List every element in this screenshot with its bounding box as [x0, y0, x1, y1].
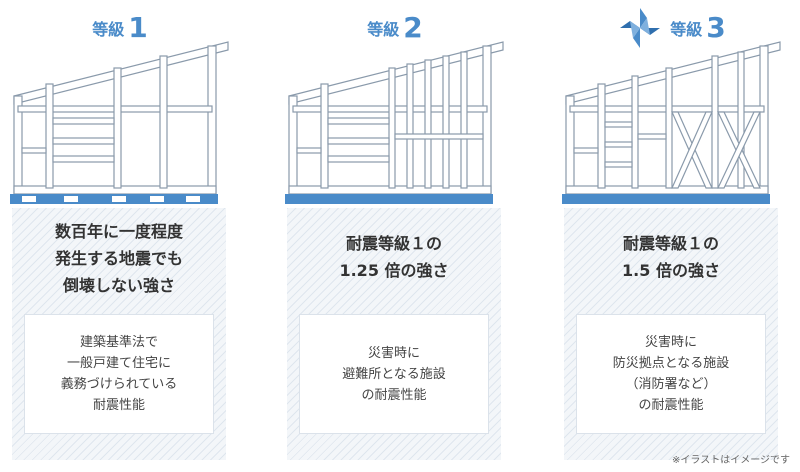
- grade-2-house-frame-illustration: [285, 41, 504, 204]
- grade-1-headline: 数百年に一度程度 発生する地震でも 倒壊しない強さ: [12, 218, 226, 299]
- grade-2-note-box: 災害時に 避難所となる施設 の耐震性能: [299, 314, 489, 434]
- grade-number: 3: [706, 11, 726, 44]
- grade-number: 1: [128, 11, 148, 44]
- grade-1-panel: 数百年に一度程度 発生する地震でも 倒壊しない強さ 建築基準法で 一般戸建て住宅…: [12, 208, 226, 460]
- note-line: 避難所となる施設: [342, 366, 446, 382]
- grade-label: 等級: [670, 20, 703, 39]
- headline-line: 耐震等級１の: [345, 234, 442, 253]
- grade-1-column: 等級 1: [0, 0, 240, 472]
- grade-3-headline: 耐震等級１の 1.5 倍の強さ: [564, 230, 778, 284]
- foundation-bar: [285, 194, 493, 204]
- grade-number: 2: [403, 11, 423, 44]
- pinwheel-award-icon: [620, 8, 661, 48]
- note-line: 災害時に: [367, 345, 420, 361]
- grade-3-column: 等級 3 耐震等級１の: [552, 0, 792, 472]
- grade-3-note-box: 災害時に 防災拠点となる施設 （消防署など） の耐震性能: [576, 314, 766, 434]
- grade-2-title: 等級 2: [275, 8, 515, 48]
- grade-2-panel: 耐震等級１の 1.25 倍の強さ 災害時に 避難所となる施設 の耐震性能: [287, 208, 501, 460]
- headline-line: 数百年に一度程度: [54, 222, 183, 241]
- grade-3-title: 等級 3: [552, 8, 792, 48]
- headline-line: 1.5 倍の強さ: [622, 261, 720, 280]
- note-line: 建築基準法で: [79, 335, 158, 350]
- grade-3-house-frame-illustration: [562, 41, 781, 204]
- note-line: （消防署など）: [625, 377, 717, 392]
- grade-2-column: 等級 2 耐震等級１の 1.25 倍の強さ 災害: [275, 0, 515, 472]
- grade-label: 等級: [367, 20, 400, 39]
- grade-label: 等級: [92, 20, 125, 39]
- note-line: 義務づけられている: [60, 377, 178, 392]
- note-line: 耐震性能: [92, 398, 145, 413]
- headline-line: 耐震等級１の: [622, 234, 719, 253]
- headline-line: 1.25 倍の強さ: [339, 261, 449, 280]
- note-line: 災害時に: [644, 335, 697, 350]
- foundation-bar: [562, 194, 770, 204]
- grade-1-note-box: 建築基準法で 一般戸建て住宅に 義務づけられている 耐震性能: [24, 314, 214, 434]
- grade-1-title: 等級 1: [0, 8, 240, 48]
- grade-1-house-frame-illustration: [10, 41, 229, 204]
- grade-3-panel: 耐震等級１の 1.5 倍の強さ 災害時に 防災拠点となる施設 （消防署など） の…: [564, 208, 778, 460]
- note-line: の耐震性能: [361, 387, 427, 403]
- note-line: の耐震性能: [638, 398, 704, 413]
- note-line: 一般戸建て住宅に: [66, 356, 171, 371]
- note-line: 防災拠点となる施設: [612, 356, 730, 371]
- illustration-footnote: ※イラストはイメージです: [672, 455, 790, 466]
- headline-line: 発生する地震でも: [54, 249, 183, 268]
- grade-2-headline: 耐震等級１の 1.25 倍の強さ: [287, 230, 501, 284]
- headline-line: 倒壊しない強さ: [62, 276, 175, 295]
